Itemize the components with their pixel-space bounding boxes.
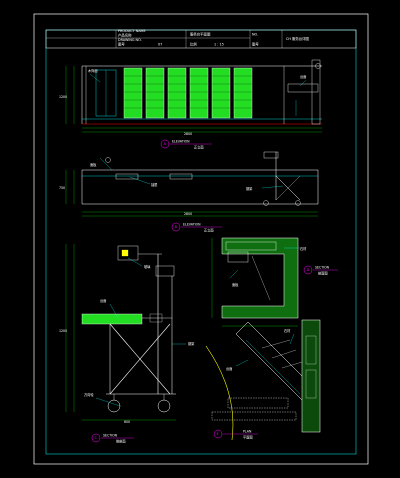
view-c-subtitle: 侧剖面: [116, 439, 126, 444]
product-name-label: PRODUCT NAME: [118, 29, 146, 33]
product-name-value: 产品名称: [118, 33, 132, 38]
callout-drawer: 抽屉: [151, 182, 157, 187]
hatched-l-section: [221, 237, 299, 319]
callout-counter-top-c: 台面: [100, 298, 106, 303]
callout-counter-top-e: 台面: [226, 366, 232, 371]
view-c-number: C: [95, 436, 98, 440]
view-b-subtitle: 正立面: [204, 228, 214, 233]
dim-width-b: 2800: [184, 212, 192, 216]
wheel-right: [157, 399, 171, 413]
view-d-number: D: [307, 268, 310, 272]
view-a-title: ELEVATION: [172, 140, 190, 144]
dim-height-a: 1200: [59, 95, 67, 99]
sheet-outer-border: [33, 13, 369, 465]
drawing-no-value: 图号: [118, 42, 125, 47]
callout-panel-d: 面板: [232, 282, 239, 287]
callout-cabinet-door: 木饰面: [88, 68, 98, 73]
view-e-number: E: [217, 432, 219, 436]
right-title: CH 服务台详图: [286, 36, 310, 41]
section-right-view: 石材 面板 D SECTION 剖面图: [211, 237, 338, 327]
dim-side-height: 750: [59, 186, 65, 190]
callout-wheel: 万向轮: [84, 392, 94, 397]
green-cabinet-doors: [123, 67, 253, 119]
plan-view: 台面 石材 E PLAN 平面图: [205, 319, 321, 441]
callout-counter-top: 台面: [300, 74, 306, 79]
dim-depth-c: 600: [124, 420, 130, 424]
view-d-title: SECTION: [315, 266, 330, 270]
callout-steel-frame-b: 钢架: [246, 186, 253, 191]
scale-value: 1 : 15: [214, 43, 224, 47]
wheel-left: [107, 399, 121, 413]
drawing-no-label: DRAWING NO.: [118, 38, 142, 42]
callout-glass: 玻璃: [144, 264, 151, 269]
drawing-title: 服务台平面图: [190, 32, 211, 37]
scale-label: 比例: [190, 42, 197, 47]
right-cell-bottom: 图号: [252, 42, 259, 47]
dim-height-c: 1200: [59, 329, 67, 333]
callout-stone: 石材: [300, 246, 307, 251]
elevation-middle-view: 抽屉 钢架 面板 750 2800 B ELEVATION 正立面: [59, 151, 319, 233]
view-c-title: SECTION: [103, 434, 118, 438]
title-block: PRODUCT NAME 产品名称 服务台平面图 DRAWING NO. 图号 …: [45, 29, 357, 49]
view-e-title: PLAN: [243, 430, 252, 434]
view-a-number: A: [164, 142, 167, 146]
right-cell-top: NO.: [252, 33, 258, 37]
elevation-top-view: 1200 2800 木饰面 台面 A ELEVATION 正立面: [59, 59, 322, 150]
view-a-subtitle: 正立面: [194, 145, 204, 150]
callout-stone-e: 石材: [284, 328, 291, 333]
callout-steel-frame-c: 钢架: [188, 341, 195, 346]
section-left-view: 1200 600 玻璃 台面 钢架 万向轮 C SECTION 侧剖面: [59, 244, 195, 444]
green-counter-shelf: [81, 313, 143, 325]
sheet-code: 07: [158, 43, 162, 47]
callout-panel: 面板: [90, 162, 97, 167]
dim-width-a: 2800: [184, 132, 192, 136]
view-d-subtitle: 剖面图: [318, 271, 328, 276]
view-e-subtitle: 平面图: [243, 436, 253, 440]
view-b-number: B: [175, 225, 177, 229]
view-b-title: ELEVATION: [183, 223, 201, 227]
